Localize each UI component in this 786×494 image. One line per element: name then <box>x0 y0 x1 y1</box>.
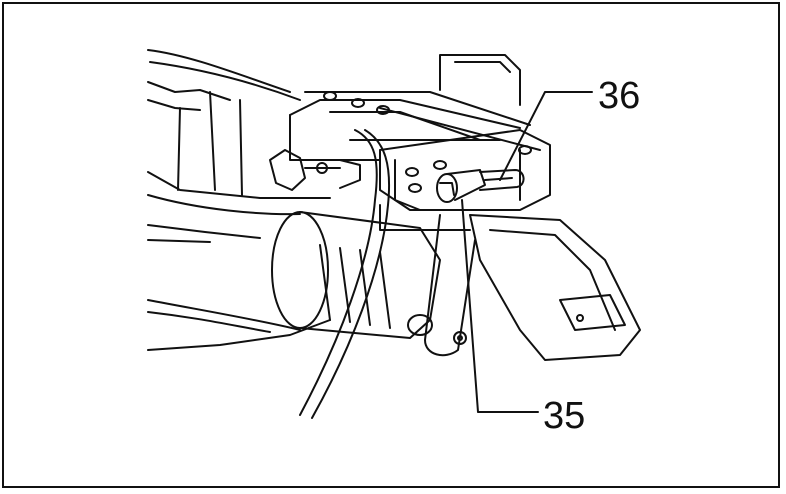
leader-line-35 <box>461 199 539 413</box>
callout-label-35: 35 <box>543 395 586 437</box>
power-cord <box>299 129 391 419</box>
saw-base-outline <box>147 49 331 351</box>
motor-housing <box>271 211 441 339</box>
slide-rail <box>289 54 541 161</box>
figure-frame <box>2 2 780 488</box>
blade-guard <box>469 214 641 361</box>
leader-line-36 <box>499 91 593 181</box>
lock-lever <box>424 214 476 357</box>
adjust-knob <box>269 149 361 191</box>
hex-wrench <box>479 169 525 191</box>
callout-label-36: 36 <box>598 75 641 117</box>
socket-bolt <box>436 169 486 203</box>
